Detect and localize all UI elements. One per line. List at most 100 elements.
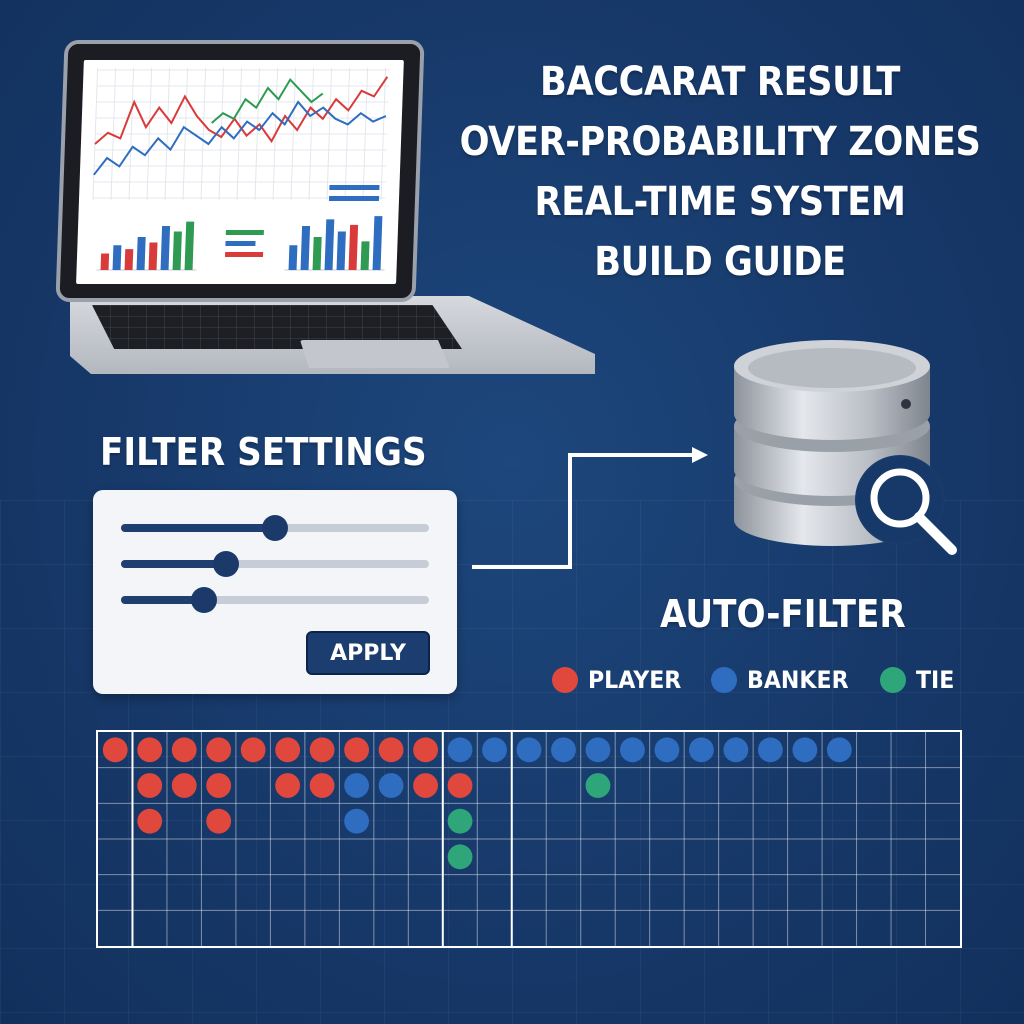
legend-player: PLAYER — [552, 666, 689, 694]
slider-knob[interactable] — [191, 587, 218, 613]
bar — [112, 245, 122, 270]
bar — [184, 221, 195, 271]
banker-bead — [620, 737, 645, 763]
title-line-2: OVER-PROBABILITY ZONES — [459, 119, 981, 165]
filter-slider-2[interactable] — [121, 551, 429, 577]
player-bead — [413, 773, 438, 798]
banker-bead — [482, 737, 507, 763]
tie-bead — [447, 844, 473, 870]
player-dot-icon — [552, 667, 578, 693]
auto-filter-heading: AUTO-FILTER — [660, 592, 906, 636]
banker-bead — [516, 737, 542, 763]
line-chart — [93, 76, 389, 176]
title-line-1: BACCARAT RESULT — [540, 59, 900, 105]
bar — [348, 224, 359, 270]
player-bead — [344, 737, 370, 763]
tie-dot-icon — [879, 667, 906, 693]
database-search-icon — [734, 340, 957, 555]
player-bead — [206, 808, 232, 834]
player-bead — [137, 737, 163, 763]
banker-bead — [688, 737, 714, 763]
player-bead — [413, 737, 438, 763]
page-title: BACCARAT RESULT OVER-PROBABILITY ZONES R… — [420, 52, 1020, 292]
bar — [288, 245, 298, 270]
filter-settings-panel: APPLY — [93, 490, 457, 694]
player-bead — [309, 773, 335, 798]
banker-bead — [344, 773, 370, 798]
bead-road-grid — [96, 730, 962, 948]
legend-bar-5 — [224, 252, 264, 257]
screen-legend-bars — [224, 185, 380, 257]
slider-fill — [121, 560, 226, 568]
player-bead — [206, 773, 232, 798]
slider-fill — [121, 596, 205, 604]
bar — [336, 231, 346, 270]
player-bead — [275, 773, 301, 798]
tie-bead — [585, 773, 611, 798]
banker-bead — [826, 737, 852, 763]
player-bead — [206, 737, 232, 763]
player-bead — [275, 737, 301, 763]
bar — [300, 226, 311, 270]
player-bead — [171, 773, 197, 798]
tie-bead — [447, 808, 473, 834]
bar — [124, 249, 134, 271]
player-bead — [378, 737, 404, 763]
banker-bead — [344, 808, 370, 834]
result-legend: PLAYER BANKER TIE — [552, 660, 980, 700]
title-line-3: REAL-TIME SYSTEM — [534, 179, 906, 225]
bar — [372, 216, 383, 271]
player-bead — [137, 808, 163, 834]
banker-bead — [551, 737, 576, 763]
laptop-trackpad — [300, 340, 450, 368]
bead-road-svg — [98, 732, 960, 946]
bar — [148, 242, 158, 270]
legend-bar-1 — [329, 185, 380, 190]
bar — [360, 241, 370, 270]
line-series-2 — [93, 100, 387, 176]
apply-button[interactable]: APPLY — [306, 631, 430, 675]
title-line-4: BUILD GUIDE — [594, 239, 846, 285]
bar — [172, 231, 182, 270]
slider-knob[interactable] — [262, 515, 288, 541]
bar — [160, 226, 171, 270]
banker-dot-icon — [711, 667, 738, 693]
slider-fill — [121, 524, 275, 532]
legend-label: BANKER — [747, 666, 850, 694]
legend-label: PLAYER — [588, 666, 682, 694]
player-bead — [240, 737, 266, 763]
filter-settings-heading: FILTER SETTINGS — [100, 430, 427, 474]
legend-label: TIE — [915, 666, 955, 694]
bar-chart-left — [96, 221, 197, 271]
line-series-1 — [94, 76, 389, 145]
laptop-lid — [55, 40, 425, 302]
banker-bead — [792, 737, 818, 763]
slider-knob[interactable] — [212, 551, 239, 577]
legend-tie: TIE — [879, 666, 958, 694]
legend-bar-4 — [225, 241, 256, 246]
filter-slider-1[interactable] — [121, 515, 429, 541]
bar — [324, 219, 335, 270]
bar — [100, 253, 110, 270]
player-bead — [102, 737, 128, 763]
laptop-screen — [76, 60, 404, 284]
bar-chart-right — [284, 216, 385, 271]
banker-bead — [757, 737, 783, 763]
dashboard-graphics — [92, 68, 390, 271]
filter-slider-3[interactable] — [121, 587, 429, 613]
bar — [312, 237, 322, 270]
player-bead — [447, 773, 473, 798]
connector-arrow-icon — [472, 447, 708, 569]
screen-grid-lines — [92, 68, 390, 200]
legend-bar-2 — [328, 196, 380, 201]
line-series-3 — [211, 77, 324, 124]
banker-bead — [585, 737, 611, 763]
player-bead — [309, 737, 335, 763]
player-bead — [137, 773, 163, 798]
player-bead — [171, 737, 197, 763]
banker-bead — [723, 737, 749, 763]
banker-bead — [447, 737, 473, 763]
legend-banker: BANKER — [711, 666, 857, 694]
banker-bead — [378, 773, 404, 798]
banker-bead — [654, 737, 680, 763]
